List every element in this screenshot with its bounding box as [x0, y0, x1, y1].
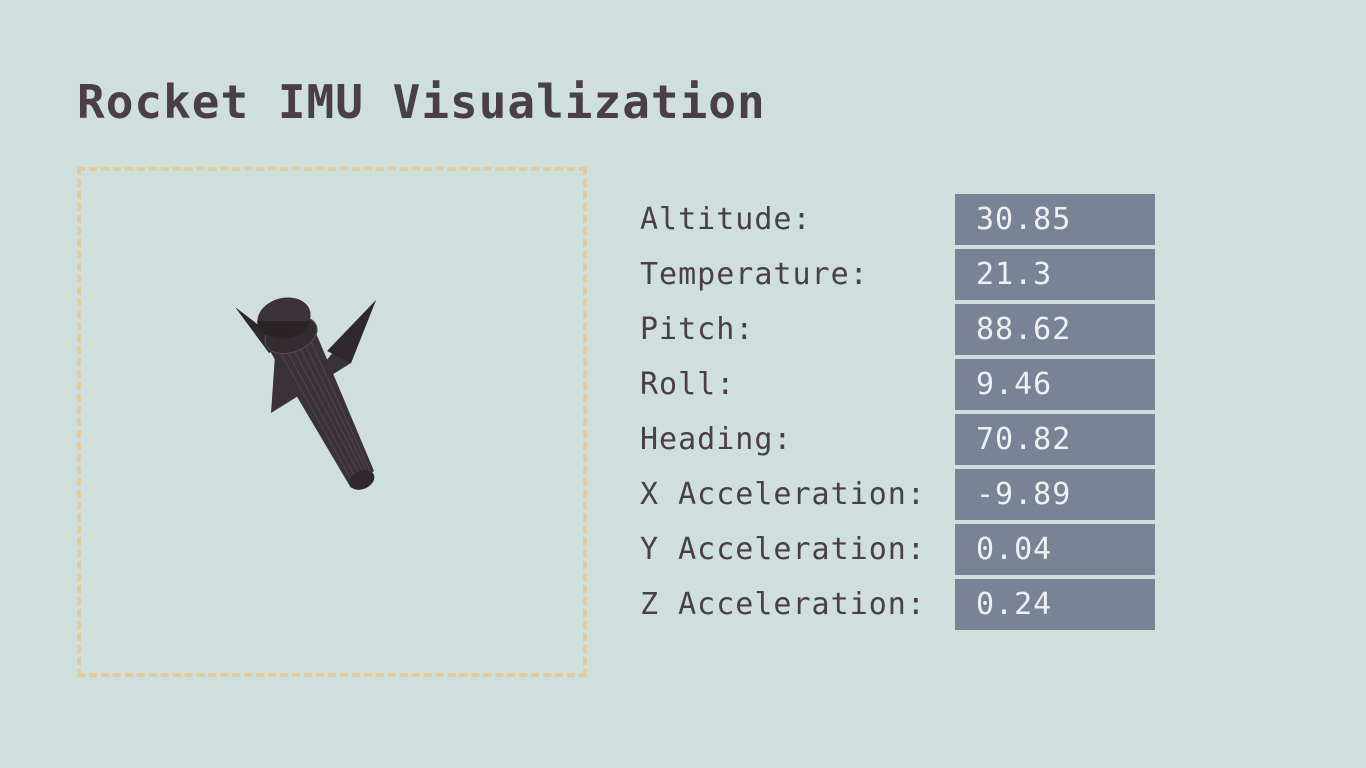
rocket-model-icon [235, 297, 376, 490]
readout-roll: Roll: 9.46 [640, 359, 1160, 414]
heading-value: 70.82 [955, 414, 1155, 465]
x-acceleration-value: -9.89 [955, 469, 1155, 520]
telemetry-panel: Altitude: 30.85 Temperature: 21.3 Pitch:… [640, 194, 1160, 634]
z-acceleration-value: 0.24 [955, 579, 1155, 630]
altitude-value: 30.85 [955, 194, 1155, 245]
y-acceleration-value: 0.04 [955, 524, 1155, 575]
rocket-body [267, 326, 374, 488]
y-acceleration-label: Y Acceleration: [640, 532, 926, 567]
temperature-label: Temperature: [640, 257, 869, 292]
readout-pitch: Pitch: 88.62 [640, 304, 1160, 359]
page-title: Rocket IMU Visualization [77, 75, 766, 129]
roll-value: 9.46 [955, 359, 1155, 410]
z-acceleration-label: Z Acceleration: [640, 587, 926, 622]
readout-y-acceleration: Y Acceleration: 0.04 [640, 524, 1160, 579]
rocket-3d-viewport[interactable] [77, 167, 587, 677]
temperature-value: 21.3 [955, 249, 1155, 300]
altitude-label: Altitude: [640, 202, 812, 237]
readout-z-acceleration: Z Acceleration: 0.24 [640, 579, 1160, 634]
pitch-value: 88.62 [955, 304, 1155, 355]
readout-temperature: Temperature: 21.3 [640, 249, 1160, 304]
x-acceleration-label: X Acceleration: [640, 477, 926, 512]
rocket-fin-right [327, 300, 376, 363]
pitch-label: Pitch: [640, 312, 755, 347]
heading-label: Heading: [640, 422, 793, 457]
rocket-tail [349, 470, 375, 490]
rocket-nose-side [257, 321, 310, 339]
readout-altitude: Altitude: 30.85 [640, 194, 1160, 249]
readout-x-acceleration: X Acceleration: -9.89 [640, 469, 1160, 524]
roll-label: Roll: [640, 367, 736, 402]
readout-heading: Heading: 70.82 [640, 414, 1160, 469]
